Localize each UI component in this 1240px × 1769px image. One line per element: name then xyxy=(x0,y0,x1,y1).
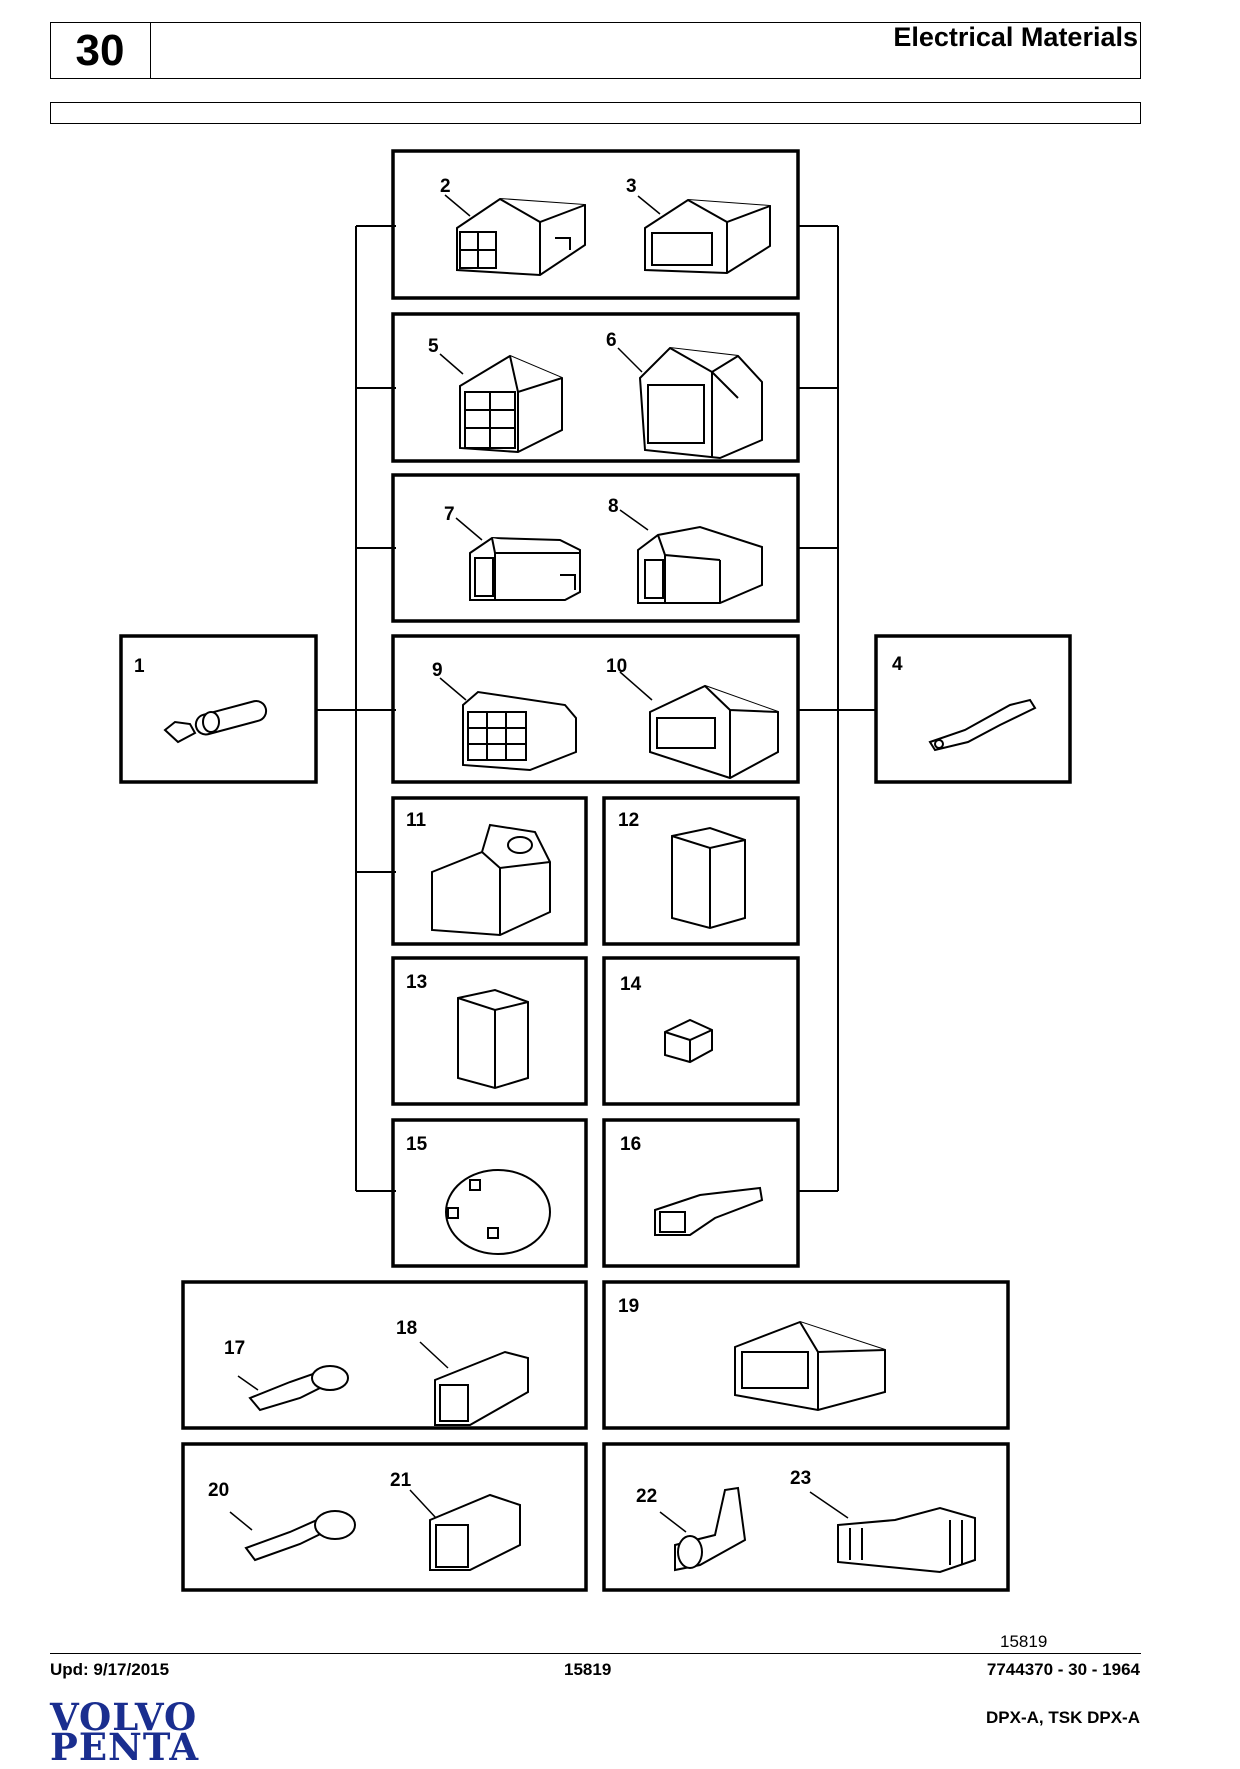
panel-4 xyxy=(874,634,1072,784)
doc-reference: 7744370 - 30 - 1964 xyxy=(986,1660,1140,1679)
item-label-23: 23 xyxy=(790,1468,811,1489)
panel-16 xyxy=(602,1118,800,1268)
leader-lines xyxy=(229,194,849,1533)
panel-14 xyxy=(602,956,800,1106)
figure-id: 15819 xyxy=(1000,1632,1048,1651)
volvo-penta-logo: VOLVO PENTA xyxy=(50,1695,200,1769)
item-label-21: 21 xyxy=(390,1470,412,1491)
part-17-drawing xyxy=(248,1365,349,1412)
item-label-10: 10 xyxy=(606,656,627,677)
item-label-3: 3 xyxy=(626,176,637,197)
section-number: 30 xyxy=(50,22,151,79)
page-title: Electrical Materials xyxy=(893,22,1138,52)
item-label-1: 1 xyxy=(134,656,145,677)
item-label-13: 13 xyxy=(406,972,427,993)
item-label-5: 5 xyxy=(428,336,439,357)
model-list: DPX-A, TSK DPX-A xyxy=(986,1708,1140,1727)
item-label-22: 22 xyxy=(636,1486,657,1507)
item-label-11: 11 xyxy=(406,810,427,831)
part-14-drawing xyxy=(664,1018,713,1064)
part-19-drawing xyxy=(734,1320,886,1412)
item-label-2: 2 xyxy=(440,176,451,197)
item-label-17: 17 xyxy=(224,1338,245,1359)
part-6-drawing xyxy=(638,346,763,460)
part-20-drawing xyxy=(244,1510,356,1562)
item-label-18: 18 xyxy=(396,1318,417,1339)
part-7-drawing xyxy=(469,536,581,601)
part-4-drawing xyxy=(928,698,1037,752)
part-23-drawing xyxy=(837,1506,976,1574)
item-label-15: 15 xyxy=(406,1134,428,1155)
part-9-drawing xyxy=(462,690,577,772)
part-13-drawing xyxy=(457,988,529,1090)
panel-5-6 xyxy=(391,312,800,463)
panel-13 xyxy=(391,956,588,1106)
panel-7-8 xyxy=(391,473,800,623)
item-label-19: 19 xyxy=(618,1296,639,1317)
panel-11 xyxy=(391,796,588,946)
item-label-9: 9 xyxy=(432,660,443,681)
part-12-drawing xyxy=(671,826,746,930)
part-1-drawing xyxy=(163,700,268,744)
part-15-drawing xyxy=(445,1169,551,1255)
part-16-drawing xyxy=(654,1186,764,1236)
part-5-drawing xyxy=(459,354,563,454)
part-10-drawing xyxy=(649,684,779,780)
item-label-20: 20 xyxy=(208,1480,229,1501)
logo-line-1: VOLVO xyxy=(50,1695,198,1739)
connection-lines-right xyxy=(798,225,876,1192)
subheader-bar xyxy=(50,102,1141,124)
item-label-8: 8 xyxy=(608,496,619,517)
part-2-drawing xyxy=(456,197,586,277)
panel-22-23 xyxy=(602,1442,1010,1592)
item-label-7: 7 xyxy=(444,504,455,525)
panel-15 xyxy=(391,1118,588,1268)
header-frame xyxy=(50,22,1141,79)
part-8-drawing xyxy=(637,525,763,604)
panel-9-10 xyxy=(391,634,800,784)
panel-20-21 xyxy=(181,1442,588,1592)
panel-1 xyxy=(119,634,318,784)
panel-12 xyxy=(602,796,800,946)
part-18-drawing xyxy=(434,1350,529,1426)
item-label-14: 14 xyxy=(620,974,642,995)
panel-2-3 xyxy=(391,149,800,300)
footer-divider xyxy=(50,1653,1141,1654)
part-22-drawing xyxy=(674,1486,747,1572)
item-label-16: 16 xyxy=(620,1134,641,1155)
connection-lines-left xyxy=(316,225,396,1192)
item-label-6: 6 xyxy=(606,330,617,351)
part-11-drawing xyxy=(431,823,551,937)
part-3-drawing xyxy=(644,198,771,275)
update-date: Upd: 9/17/2015 xyxy=(50,1660,170,1679)
logo-line-2: PENTA xyxy=(50,1725,200,1769)
part-21-drawing xyxy=(429,1493,521,1571)
item-label-12: 12 xyxy=(618,810,639,831)
item-label-4: 4 xyxy=(892,654,903,675)
panel-17-18 xyxy=(181,1280,588,1430)
panel-19 xyxy=(602,1280,1010,1430)
footer-code: 15819 xyxy=(564,1660,612,1679)
